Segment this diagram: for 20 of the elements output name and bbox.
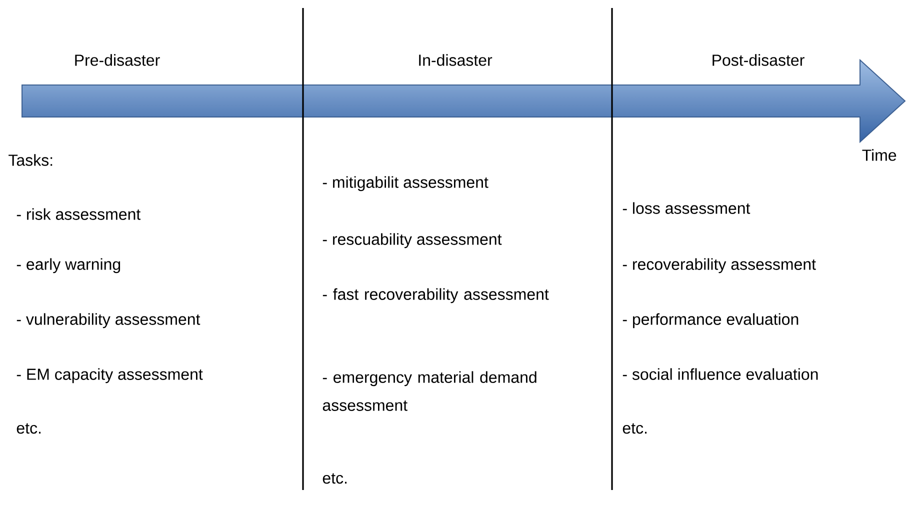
task-item: - mitigabilit assessment	[322, 176, 488, 192]
task-item: etc.	[322, 473, 347, 484]
phase-label: Post-disaster	[712, 54, 804, 66]
task-item: - rescuability assessment	[322, 233, 502, 248]
phase-label: Pre-disaster	[75, 54, 160, 66]
axis-label: Time	[862, 149, 896, 161]
task-item: - risk assessment	[16, 208, 141, 220]
task-item: - vulnerability assessment	[16, 313, 200, 328]
task-item: etc.	[16, 423, 41, 434]
task-item: etc.	[622, 423, 647, 434]
task-item: - recoverability assessment	[622, 258, 816, 274]
task-item: - performance evaluation	[622, 313, 798, 328]
task-item: - EM capacity assessment	[16, 368, 203, 384]
task-item: - loss assessment	[622, 202, 750, 214]
task-item: - social influence evaluation	[622, 368, 818, 380]
task-item: - emergency material demand assessment	[322, 371, 536, 411]
phase-label: In-disaster	[419, 54, 492, 66]
task-item: - early warning	[16, 258, 120, 274]
task-item: - fast recoverability assessment	[322, 288, 549, 304]
heading-label: Tasks:	[8, 154, 52, 166]
